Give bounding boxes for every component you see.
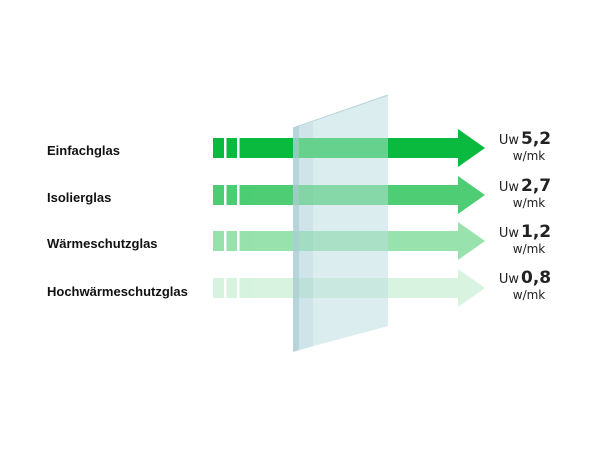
uw-number: 0,8 <box>521 268 552 288</box>
uw-unit: w/mk <box>512 196 546 210</box>
uw-unit: w/mk <box>512 288 546 302</box>
arrow-gap <box>224 230 227 252</box>
uw-prefix: Uw <box>498 133 520 148</box>
arrow-shape <box>213 222 485 260</box>
arrow-gap <box>237 277 240 299</box>
arrow-gap <box>224 184 227 206</box>
uw-number: 5,2 <box>521 129 552 149</box>
uw-number: 1,2 <box>521 222 552 242</box>
uw-prefix: Uw <box>498 272 520 287</box>
arrow-gap <box>224 277 227 299</box>
arrow-gap <box>237 184 240 206</box>
row-label-einfachglas: Einfachglas <box>47 143 120 158</box>
arrow-group <box>213 129 485 307</box>
glass-pane-front <box>292 94 389 352</box>
arrow-gap <box>224 137 227 159</box>
arrow-shape <box>213 269 485 307</box>
arrow-waermeschutzglas <box>213 222 485 260</box>
arrow-einfachglas <box>213 129 485 167</box>
row-label-hochwaermeschutzglas: Hochwärmeschutzglas <box>47 284 188 299</box>
arrow-shape <box>213 176 485 214</box>
uw-unit: w/mk <box>512 242 546 256</box>
arrow-shape <box>213 129 485 167</box>
uw-unit: w/mk <box>512 149 546 163</box>
uw-prefix: Uw <box>498 180 520 195</box>
arrow-gap <box>237 137 240 159</box>
arrow-hochwaermeschutzglas <box>213 269 485 307</box>
arrow-gap <box>237 230 240 252</box>
row-label-waermeschutzglas: Wärmeschutzglas <box>47 236 158 251</box>
row-label-isolierglas: Isolierglas <box>47 190 112 205</box>
arrow-isolierglas <box>213 176 485 214</box>
uw-prefix: Uw <box>498 226 520 241</box>
uw-number: 2,7 <box>521 176 552 196</box>
